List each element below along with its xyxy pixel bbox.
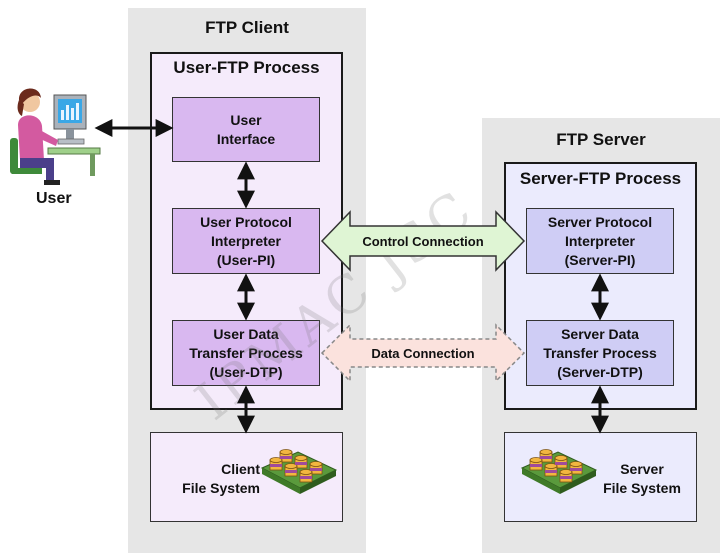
user-interface-box: User Interface [172,97,320,162]
control-connection-arrow [320,210,526,272]
server-dtp-box: Server Data Transfer Process (Server-DTP… [526,320,674,386]
user-ftp-process-title: User-FTP Process [173,58,320,77]
client-file-system-label: Client File System [182,461,260,496]
server-ftp-process-title: Server-FTP Process [519,169,682,188]
control-connection-label: Control Connection [362,234,484,249]
server-file-system-label: Server File System [603,461,681,496]
data-connection-arrow [320,323,526,383]
data-connection-label: Data Connection [371,346,475,361]
user-pi-box: User Protocol Interpreter (User-PI) [172,208,320,274]
server-pi-box: Server Protocol Interpreter (Server-PI) [526,208,674,274]
user-label: User [36,190,72,207]
ftp-client-title: FTP Client [205,18,289,37]
user-person-icon [10,88,101,185]
server-file-system-icon [520,449,598,494]
client-file-system-icon [260,449,338,494]
ftp-server-title: FTP Server [556,130,646,149]
user-dtp-box: User Data Transfer Process (User-DTP) [172,320,320,386]
